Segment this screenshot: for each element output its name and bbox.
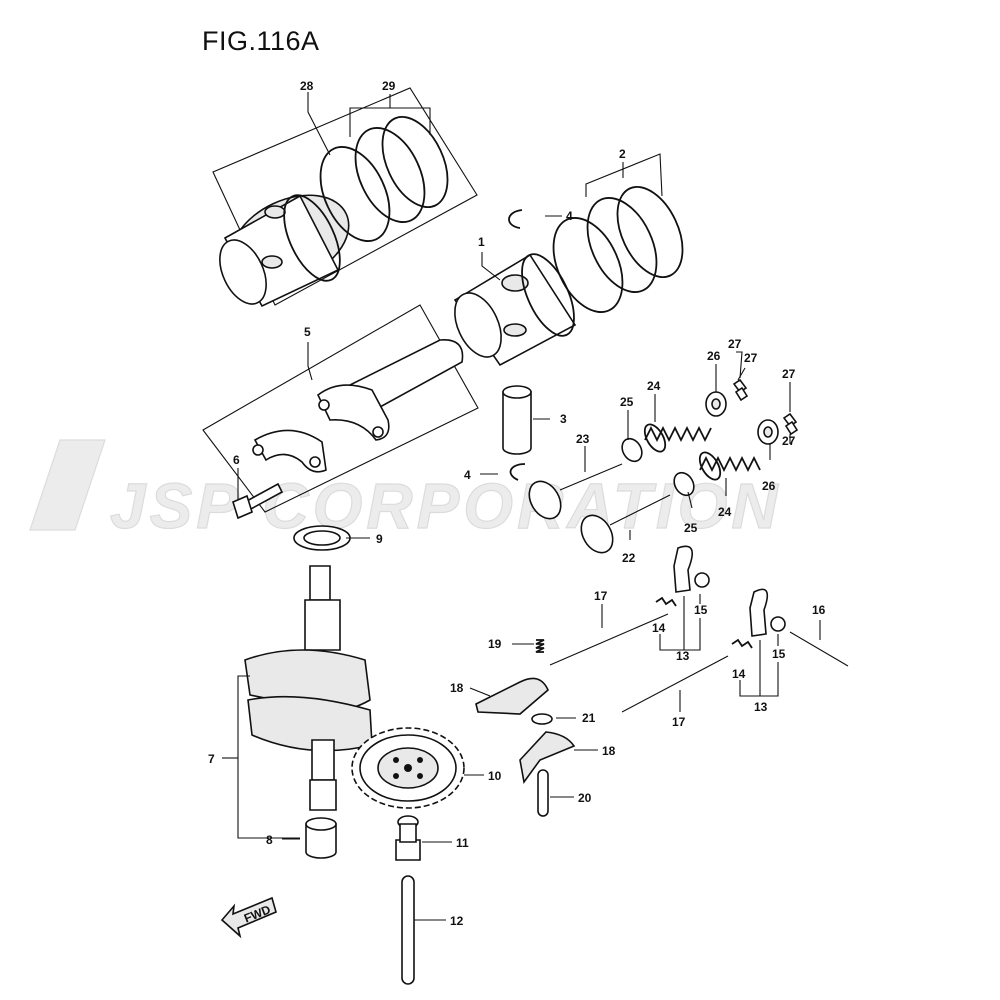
oil-seal-9 (293, 525, 351, 551)
callout-18-lower: 18 (602, 744, 616, 758)
bushing-8 (305, 817, 337, 859)
spring-14-lower (731, 638, 753, 649)
callout-1: 1 (478, 235, 485, 249)
callout-27-b: 27 (744, 351, 758, 365)
leader-lines (222, 92, 821, 921)
callout-labels: 28 29 2 4 1 5 3 6 4 27 27 26 24 25 27 27… (208, 79, 826, 928)
callout-25-upper: 25 (620, 395, 634, 409)
callout-11: 11 (456, 836, 469, 850)
callout-15-lower: 15 (772, 647, 786, 661)
valve-spring-24-upper (643, 423, 712, 453)
governor-arm-18-lower (519, 731, 576, 784)
callout-14-lower: 14 (732, 667, 746, 681)
valve-seal-25-upper (621, 437, 643, 463)
rocker-arm-13-lower (749, 588, 769, 637)
rocker-arm-13-upper (673, 545, 694, 593)
callout-20: 20 (578, 791, 592, 805)
callout-3: 3 (560, 412, 567, 426)
callout-29: 29 (382, 79, 396, 93)
forward-arrow: FWD (220, 896, 277, 939)
callout-22: 22 (622, 551, 636, 565)
callout-28: 28 (300, 79, 314, 93)
callout-9: 9 (376, 532, 383, 546)
callout-19: 19 (488, 637, 502, 651)
circlip-top (508, 209, 523, 229)
callout-24-lower: 24 (718, 505, 732, 519)
callout-2: 2 (619, 147, 626, 161)
shaft-20 (537, 769, 549, 817)
callout-8: 8 (266, 833, 273, 847)
figure-title: FIG.116A (202, 26, 320, 56)
callout-15-upper: 15 (694, 603, 708, 617)
callout-4-top: 4 (566, 209, 573, 223)
rocker-shaft-17-lower (621, 655, 729, 713)
valve-seal-25-lower (673, 471, 695, 497)
watermark-logo: JSP CORPORATION (29, 439, 782, 543)
valve-22 (580, 494, 671, 554)
valve-23 (528, 463, 623, 520)
conrod-kit-box (202, 304, 479, 513)
valve-spring-24-lower (698, 451, 761, 481)
callout-7: 7 (208, 752, 215, 766)
piston-pin-3 (502, 385, 532, 455)
callout-5: 5 (304, 325, 311, 339)
callout-17-lower: 17 (672, 715, 686, 729)
callout-13-lower: 13 (754, 700, 768, 714)
callout-18-upper: 18 (450, 681, 464, 695)
piston-rings-29 (319, 116, 449, 242)
spring-14-upper (655, 596, 677, 607)
circlip-bottom (509, 463, 526, 481)
callout-24-upper: 24 (647, 379, 661, 393)
callout-27-d: 27 (782, 434, 796, 448)
callout-12: 12 (450, 914, 464, 928)
callout-25-lower: 25 (684, 521, 698, 535)
pin-16 (789, 631, 849, 667)
callout-23: 23 (576, 432, 590, 446)
camshaft-gear-10 (351, 727, 465, 809)
callout-10: 10 (488, 769, 502, 783)
valve-cotter-27-lower (782, 412, 799, 436)
callout-17-upper: 17 (594, 589, 608, 603)
valve-cotter-27-upper (732, 378, 749, 402)
callout-6: 6 (233, 453, 240, 467)
crankshaft-7 (244, 565, 373, 811)
conrod-bolt-6 (232, 482, 284, 520)
nut-15-upper (694, 572, 710, 588)
callout-13-upper: 13 (676, 649, 690, 663)
callout-21: 21 (582, 711, 596, 725)
governor-arm-18-upper (475, 677, 549, 715)
spring-19 (535, 639, 545, 653)
rocker-shaft-17-upper (549, 613, 669, 666)
callout-27-a: 27 (728, 337, 742, 351)
spring-retainer-26-upper (705, 391, 727, 417)
piston-rings-2 (552, 186, 684, 313)
callout-27-c: 27 (782, 367, 796, 381)
fwd-label: FWD (242, 902, 273, 925)
watermark-text: JSP CORPORATION (110, 470, 782, 542)
piston-28 (219, 194, 350, 308)
callout-16: 16 (812, 603, 826, 617)
spring-retainer-26-lower (757, 419, 779, 445)
tappet-11 (395, 815, 421, 861)
callout-26-upper: 26 (707, 349, 721, 363)
piston-1 (453, 253, 577, 367)
callout-4-bottom: 4 (464, 468, 471, 482)
pushrod-12 (401, 875, 415, 985)
nut-15-lower (770, 616, 786, 632)
washer-21 (531, 713, 553, 725)
connecting-rod-5 (252, 339, 464, 473)
callout-26-lower: 26 (762, 479, 776, 493)
callout-14-upper: 14 (652, 621, 666, 635)
